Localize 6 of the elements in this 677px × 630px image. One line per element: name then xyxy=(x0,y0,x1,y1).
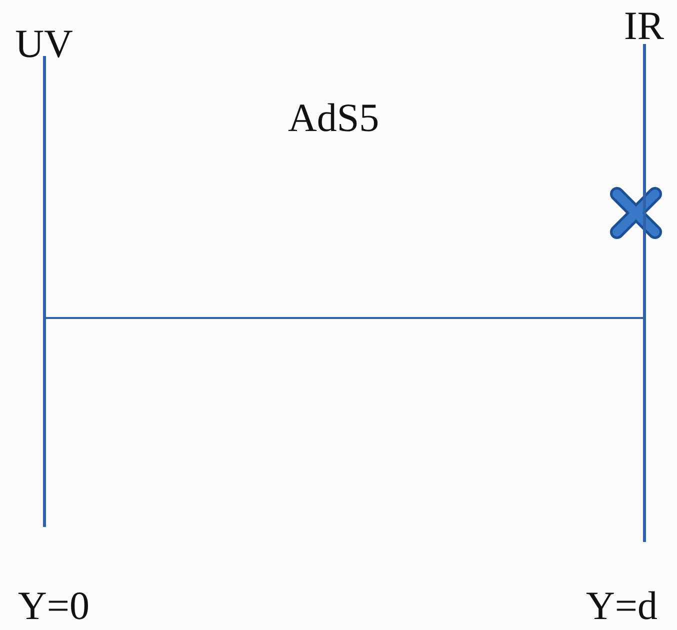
connecting-line xyxy=(46,317,643,319)
region-label: AdS5 xyxy=(288,96,380,140)
brane-label: IR xyxy=(623,4,665,48)
boundary-label: Y=d xyxy=(586,584,658,628)
boundary-label: Y=0 xyxy=(18,584,90,628)
brane-label: UV xyxy=(14,22,74,66)
